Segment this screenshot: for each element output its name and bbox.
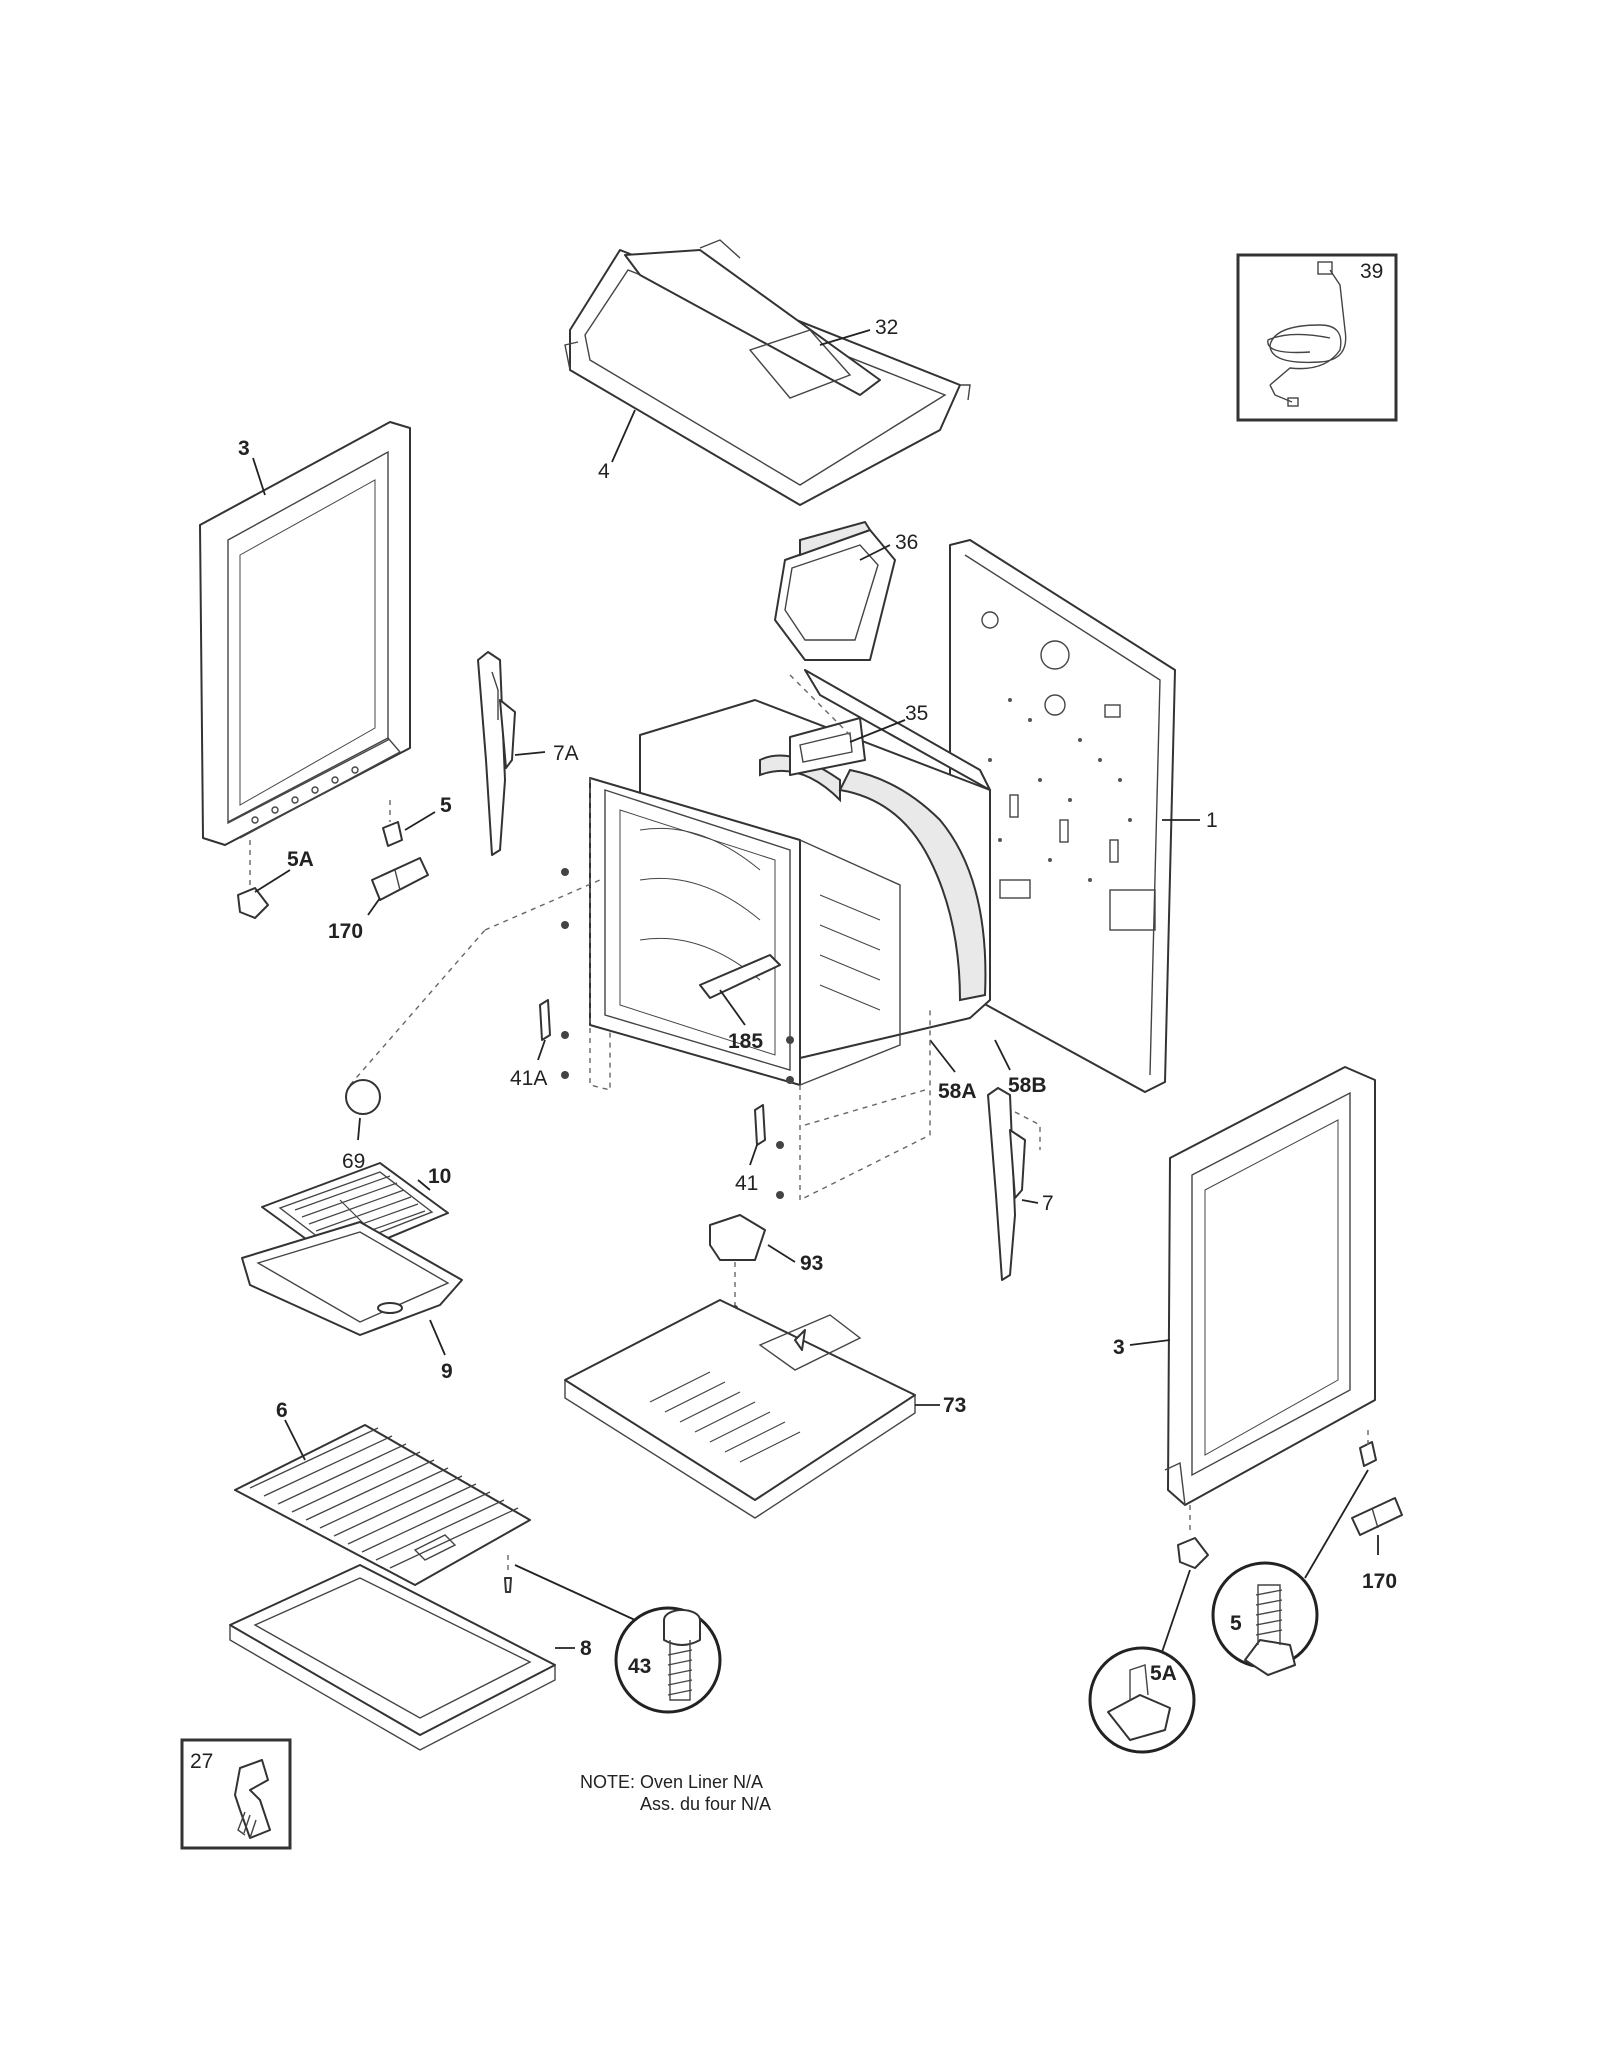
callout-43: 43	[628, 1655, 651, 1678]
part-41-bracket: 41	[735, 1104, 766, 1195]
part-8-storage-drawer: 8	[229, 1555, 592, 1751]
part-5A-leveler-right: 5A	[1088, 1505, 1209, 1754]
part-27-inset: 27	[180, 1738, 292, 1850]
part-93-fitting: 93	[709, 1214, 823, 1311]
part-3-right-side-panel: 3	[1113, 1066, 1376, 1506]
callout-58A: 58A	[938, 1080, 977, 1103]
callout-32: 32	[875, 316, 898, 339]
callout-7: 7	[1042, 1192, 1054, 1215]
callout-35: 35	[905, 702, 928, 725]
note-line-2: Ass. du four N/A	[640, 1794, 772, 1814]
callout-7A: 7A	[553, 742, 579, 765]
callout-5-bottom: 5	[1230, 1612, 1242, 1635]
part-43-screw-inset: 43	[514, 1564, 722, 1714]
callout-5-top: 5	[440, 794, 452, 817]
callout-41A: 41A	[510, 1067, 547, 1090]
part-oven-body: 35 185 58A 58B	[561, 669, 1047, 1202]
part-7-hinge: 7	[987, 1087, 1054, 1281]
callout-1: 1	[1206, 809, 1218, 832]
callout-73: 73	[943, 1394, 966, 1417]
callout-41: 41	[735, 1172, 758, 1195]
part-1-back-panel: 1	[949, 539, 1218, 1093]
callout-3-left: 3	[238, 437, 250, 460]
part-73-oven-bottom: 73	[564, 1299, 966, 1519]
callout-36: 36	[895, 531, 918, 554]
callout-6: 6	[276, 1399, 288, 1422]
part-39-power-cord-inset: 39	[1236, 253, 1398, 422]
callout-39: 39	[1360, 260, 1383, 283]
callout-170-top: 170	[328, 920, 363, 943]
part-3-left-side-panel: 3	[199, 421, 411, 846]
callout-5A-top: 5A	[287, 848, 314, 871]
part-9-broiler-pan: 9	[241, 1221, 463, 1383]
callout-69: 69	[342, 1150, 365, 1173]
callout-3-right: 3	[1113, 1336, 1125, 1359]
callout-58B: 58B	[1008, 1074, 1047, 1097]
part-5-leveler-right: 5	[1211, 1430, 1377, 1676]
callout-170-bottom: 170	[1362, 1570, 1397, 1593]
callout-93: 93	[800, 1252, 823, 1275]
part-6-oven-rack: 6	[234, 1399, 531, 1586]
part-41A-bracket: 41A	[510, 999, 551, 1090]
callout-5A-bottom: 5A	[1150, 1662, 1177, 1685]
callout-10: 10	[428, 1165, 451, 1188]
part-170-bracket-right: 170	[1351, 1497, 1403, 1593]
part-69-lens: 69	[342, 879, 601, 1173]
callout-8: 8	[580, 1637, 592, 1660]
note-line-1: NOTE: Oven Liner N/A	[580, 1772, 764, 1792]
part-4-32-top-frame: 32 4	[564, 239, 971, 506]
callout-9: 9	[441, 1360, 453, 1383]
part-5-5A-170-left-levelers: 5 5A 170	[237, 794, 452, 943]
part-36-vent-duct: 36	[774, 520, 918, 661]
callout-4: 4	[598, 460, 610, 483]
part-7A-hinge: 7A	[477, 651, 579, 856]
callout-185: 185	[728, 1030, 763, 1053]
callout-27: 27	[190, 1750, 213, 1773]
